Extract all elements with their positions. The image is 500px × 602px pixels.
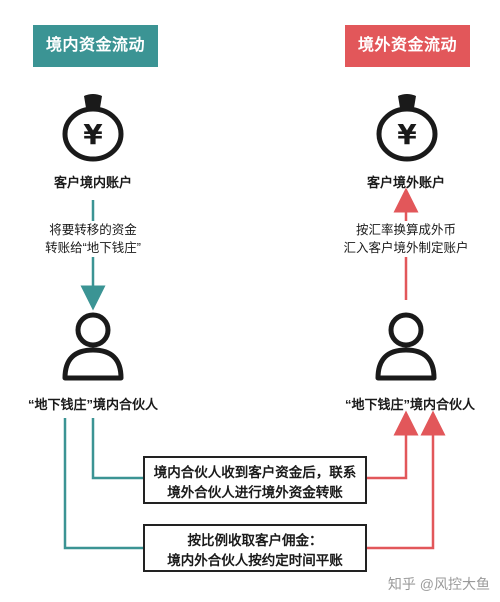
overseas-transfer-line1: 按汇率换算成外币 (355, 223, 456, 237)
domestic-transfer-line1: 将要转移的资金 (49, 223, 137, 237)
svg-text:¥: ¥ (397, 118, 417, 151)
overseas-account-label: 客户境外账户 (366, 175, 445, 190)
domestic-partner-label: “地下钱庄”境内合伙人 (27, 397, 158, 412)
domestic-transfer-line2: 转账给“地下钱庄” (45, 241, 141, 255)
svg-text:¥: ¥ (83, 118, 103, 151)
overseas-flow-header: 境外资金流动 (345, 25, 470, 67)
commission-settlement-box: 按比例收取客户佣金： 境内外合伙人按约定时间平账 (143, 524, 367, 572)
person-icon (375, 312, 437, 381)
domestic-account-label: 客户境内账户 (53, 175, 132, 190)
money-bag-icon: ¥ (62, 94, 124, 162)
watermark: 知乎 @风控大鱼 (387, 576, 490, 592)
teal-line-box1 (91, 418, 145, 480)
box2-line1: 按比例收取客户佣金： (187, 533, 323, 548)
overseas-transfer-line2: 汇入客户境外制定账户 (343, 241, 469, 255)
box1-line2: 境外合伙人进行境外资金转账 (167, 485, 343, 500)
overseas-transfer-note: 按汇率换算成外币 汇入客户境外制定账户 (336, 221, 476, 257)
contact-overseas-box: 境内合伙人收到客户资金后，联系 境外合伙人进行境外资金转账 (143, 456, 367, 504)
domestic-flow-header: 境内资金流动 (33, 25, 158, 67)
box2-line2: 境内外合伙人按约定时间平账 (167, 553, 343, 568)
red-line-box1 (365, 410, 419, 480)
box1-line1: 境内合伙人收到客户资金后，联系 (153, 465, 357, 480)
teal-line-box2 (63, 418, 145, 550)
red-line-box2 (365, 410, 446, 550)
overseas-partner-label: “地下钱庄”境内合伙人 (344, 397, 475, 412)
money-bag-icon: ¥ (376, 94, 438, 162)
person-icon (62, 312, 124, 381)
domestic-transfer-note: 将要转移的资金 转账给“地下钱庄” (23, 221, 163, 257)
